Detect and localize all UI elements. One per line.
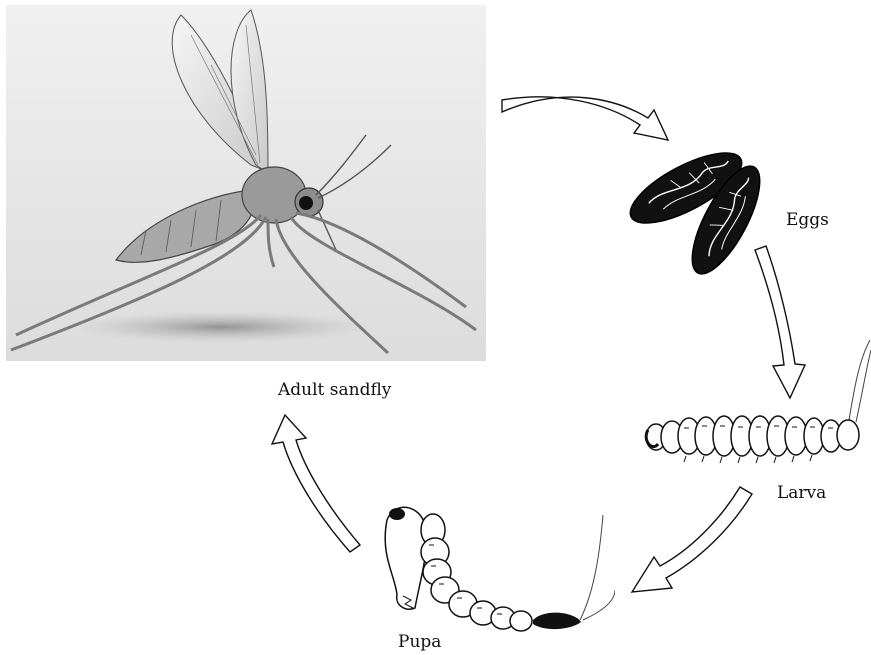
curved-arrow-icon bbox=[502, 97, 668, 140]
curved-arrow-icon bbox=[272, 415, 360, 552]
larva-label: Larva bbox=[777, 483, 826, 503]
curved-arrow-icon bbox=[755, 246, 805, 398]
adult-sandfly-label: Adult sandfly bbox=[278, 380, 391, 400]
curved-arrow-icon bbox=[632, 487, 752, 592]
eggs-label: Eggs bbox=[786, 210, 829, 230]
pupa-label: Pupa bbox=[398, 632, 441, 652]
